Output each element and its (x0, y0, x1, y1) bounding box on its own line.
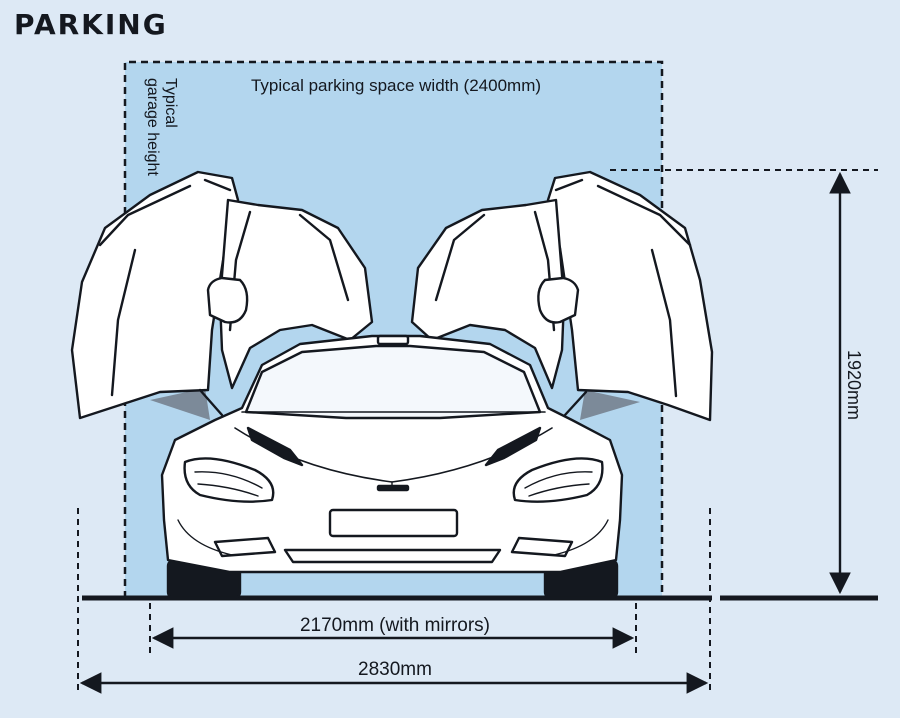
right-mirror (537, 276, 580, 324)
page-title: PARKING (14, 8, 168, 41)
headlight-left (183, 457, 275, 503)
right-door-inner (410, 198, 566, 390)
windscreen (244, 344, 542, 420)
door-shadow-right (580, 390, 640, 420)
garage-height-label-line2: garage height (144, 78, 161, 176)
width-with-mirrors-label: 2170mm (with mirrors) (300, 615, 490, 636)
parking-space-width-label: Typical parking space width (2400mm) (251, 76, 541, 95)
left-door-inner (218, 198, 374, 390)
door-shadow-left (150, 388, 210, 420)
left-door-outer (70, 170, 240, 420)
left-mirror (206, 276, 249, 324)
right-door-outer (546, 170, 714, 422)
headlight-right (512, 457, 604, 503)
car-height-label: 1920mm (844, 350, 864, 420)
car-illustration (70, 170, 714, 600)
garage-height-label: Typical garage height (144, 78, 179, 176)
garage-height-label-line1: Typical (162, 78, 179, 128)
number-plate (328, 508, 459, 538)
width-doors-open-label: 2830mm (358, 659, 432, 680)
